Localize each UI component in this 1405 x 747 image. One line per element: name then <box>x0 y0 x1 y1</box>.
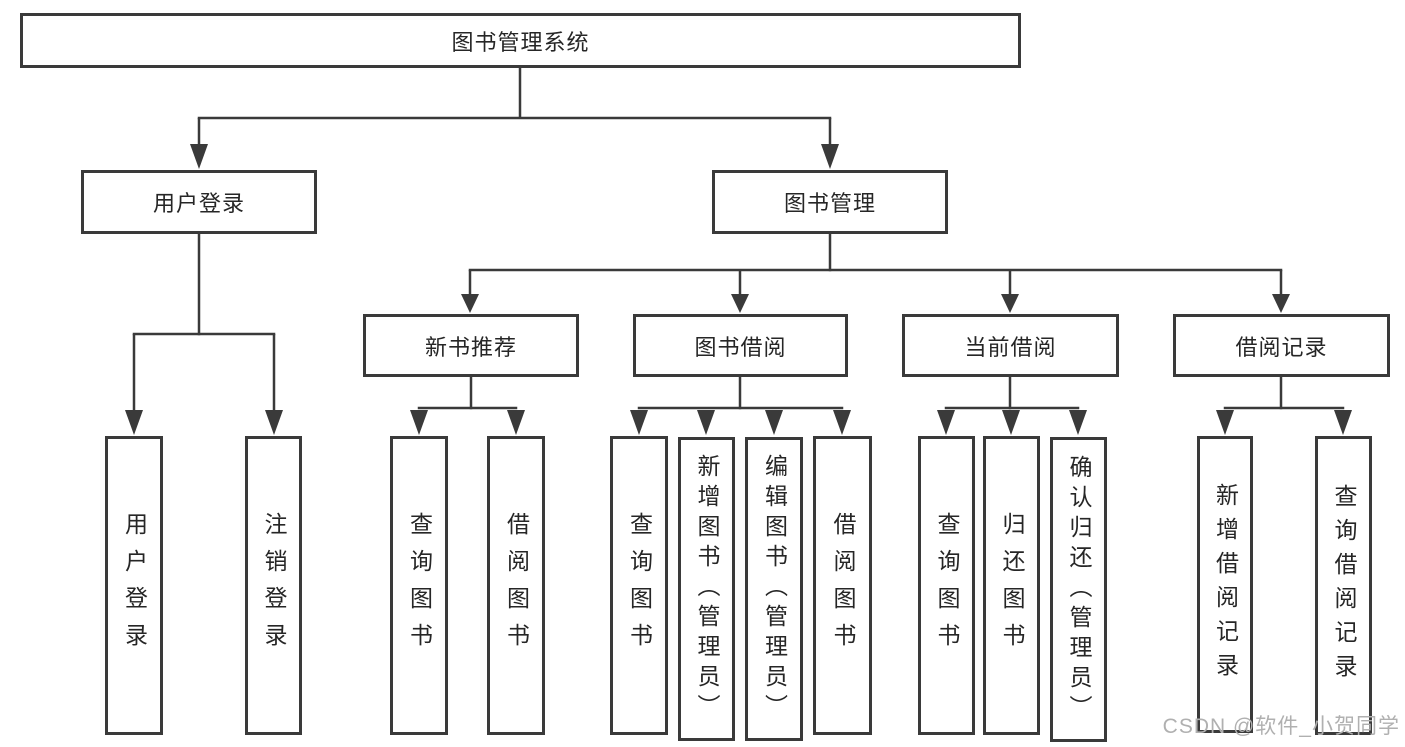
leaf-user-login: 用户登录 <box>105 436 163 735</box>
node-new-book-recommend: 新书推荐 <box>363 314 579 377</box>
leaf-confirm-return-admin: 确认归还（管理员） <box>1050 437 1107 742</box>
watermark: CSDN @软件_小贺同学 <box>1162 715 1400 738</box>
leaf-return-book: 归还图书 <box>983 436 1040 735</box>
leaf-add-borrow-record: 新增借阅记录 <box>1197 436 1253 733</box>
node-book-borrow: 图书借阅 <box>633 314 848 377</box>
node-borrow-records: 借阅记录 <box>1173 314 1390 377</box>
node-book-management: 图书管理 <box>712 170 948 234</box>
leaf-logout: 注销登录 <box>245 436 302 735</box>
leaf-query-borrow-record: 查询借阅记录 <box>1315 436 1372 735</box>
leaf-edit-book-admin: 编辑图书（管理员） <box>745 437 803 741</box>
leaf-borrow-book-1: 借阅图书 <box>487 436 545 735</box>
leaf-borrow-book-2: 借阅图书 <box>813 436 872 735</box>
leaf-query-book-3: 查询图书 <box>918 436 975 735</box>
leaf-query-book-2: 查询图书 <box>610 436 668 735</box>
leaf-query-book-1: 查询图书 <box>390 436 448 735</box>
leaf-add-book-admin: 新增图书（管理员） <box>678 437 735 741</box>
node-root: 图书管理系统 <box>20 13 1021 68</box>
node-user-login: 用户登录 <box>81 170 317 234</box>
node-current-borrow: 当前借阅 <box>902 314 1119 377</box>
